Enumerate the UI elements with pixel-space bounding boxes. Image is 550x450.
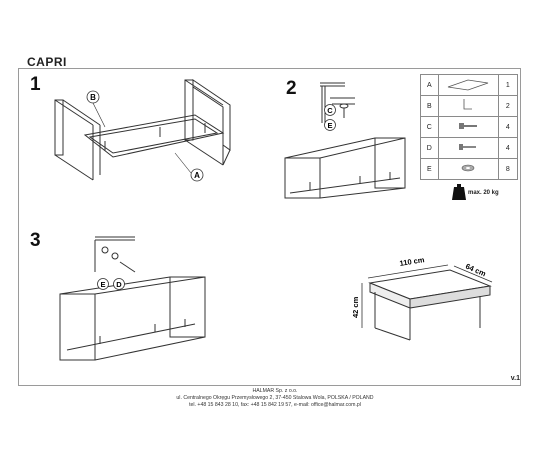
footer-address: ul. Centralnego Okręgu Przemysłowego 2, …	[176, 395, 374, 401]
step-1-illustration: B A	[54, 79, 231, 182]
dimension-illustration: 110 cm 64 cm 42 cm	[351, 258, 493, 341]
step-1-label-a: A	[194, 171, 200, 180]
part-letter: E	[420, 158, 439, 180]
part-letter: A	[420, 74, 439, 96]
screw-icon	[437, 137, 499, 159]
width-dimension: 110 cm	[399, 258, 425, 268]
part-qty: 8	[497, 158, 519, 180]
part-qty: 1	[497, 74, 519, 96]
parts-row: B 2	[420, 95, 519, 117]
parts-row: E 8	[420, 158, 519, 180]
part-qty: 2	[497, 95, 519, 117]
product-title: CAPRI	[27, 55, 67, 69]
step-2-illustration: C E	[284, 82, 406, 199]
footer-contact: tel. +48 15 843 28 10, fax: +48 15 842 1…	[189, 402, 361, 408]
part-qty: 4	[497, 116, 519, 138]
step-1-number: 1	[30, 74, 41, 95]
step-2-label-e: E	[327, 121, 332, 130]
weight-icon	[452, 184, 466, 200]
depth-dimension: 64 cm	[464, 262, 487, 279]
footer-company: HALMAR Sp. z o.o.	[252, 388, 298, 394]
height-dimension: 42 cm	[351, 296, 360, 318]
part-letter: B	[420, 95, 439, 117]
step-1-label-b: B	[90, 93, 96, 102]
bolt-icon	[437, 116, 499, 138]
part-qty: 4	[497, 137, 519, 159]
step-3-label-d: D	[116, 280, 122, 289]
step-2-number: 2	[286, 78, 297, 99]
tabletop-icon	[437, 74, 499, 96]
step-3-illustration: E D	[59, 236, 206, 361]
part-letter: D	[420, 137, 439, 159]
step-3-number: 3	[30, 230, 41, 251]
parts-row: C 4	[420, 116, 519, 138]
version-label: v.1	[510, 375, 520, 382]
part-letter: C	[420, 116, 439, 138]
bracket-icon	[437, 95, 499, 117]
parts-table: A 1 B 2 C 4 D 4 E 8	[420, 74, 519, 180]
parts-row: D 4	[420, 137, 519, 159]
max-load-label: max. 20 kg	[468, 190, 499, 196]
washer-icon	[437, 158, 499, 180]
parts-row: A 1	[420, 74, 519, 96]
instruction-frame	[18, 68, 521, 386]
step-3-label-e: E	[100, 280, 105, 289]
step-2-label-c: C	[327, 106, 333, 115]
